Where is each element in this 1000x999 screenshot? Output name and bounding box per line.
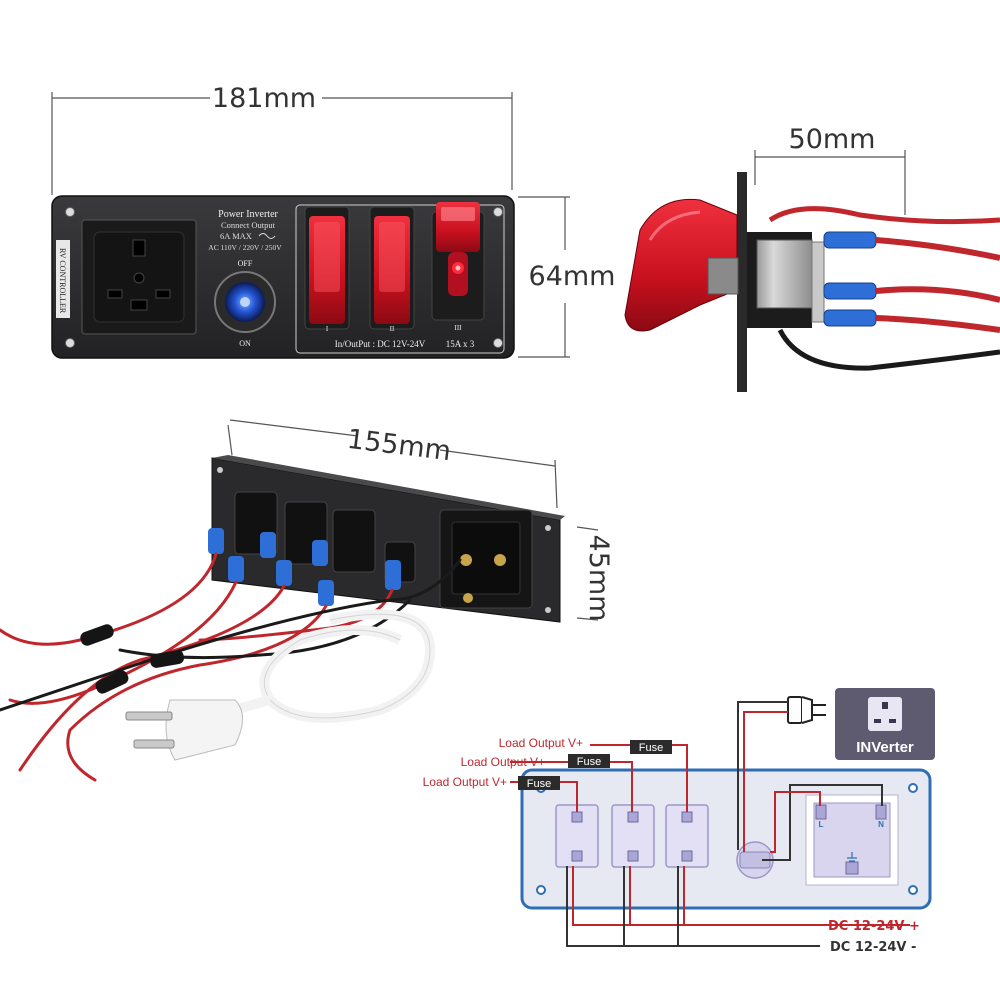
dimension-width-top: 181mm [51,83,513,195]
dim-181mm-label: 181mm [212,83,316,114]
toggle-switch-1[interactable] [304,206,350,330]
dc-minus-label: DC 12-24V - [830,940,916,955]
front-panel-view: 181mm 64mm RV CONTROLLER [51,83,616,359]
screw-hole-icon [493,207,503,217]
blue-connectors [823,231,877,327]
blue-led-core [240,297,250,307]
inline-fuses [80,624,185,694]
switch-section-border [295,204,505,354]
fuse-label-1: Fuse [630,740,672,754]
panel-edge [737,172,747,392]
terminal-l-label: L [819,820,824,829]
dim-45mm-label: 45mm [583,535,614,622]
rating-label: 6A MAX [220,231,252,241]
dc-plus-label: DC 12-24V + [828,919,920,934]
fuse-label-2: Fuse [568,754,610,768]
side-label-text: RV CONTROLLER [58,248,67,314]
off-label: OFF [238,259,253,268]
ac-plug-icon [125,699,243,761]
toggle-switch-2[interactable] [369,206,415,330]
ac-wave-icon [258,233,276,239]
ground-icon [847,852,857,862]
svg-text:Fuse: Fuse [527,778,551,790]
on-label: ON [239,339,251,348]
switch-side-view: 50mm [624,124,1000,392]
load-output-label-3: Load Output V+ [423,775,507,789]
screw-hole-icon [65,207,75,217]
switch-label-2: II [390,325,395,333]
dim-155mm-label: 155mm [345,424,452,467]
diagram-switch-1 [555,804,599,868]
svg-text:Fuse: Fuse [577,756,601,768]
load-output-label-2: Load Output V+ [461,755,545,769]
fuse-label-3: Fuse [518,776,560,790]
dim-50mm-label: 50mm [789,124,876,155]
side-label-strip [56,240,70,318]
universal-socket [81,219,197,335]
inverter-sub: Connect Output [221,220,276,230]
metal-bracket [756,239,813,309]
threaded-bushing [707,257,739,295]
diagram-socket: L N [805,794,899,886]
inverter-badge: INVerter [835,688,935,760]
current-label: 15A x 3 [446,339,475,349]
diagram-switch-3 [665,804,709,868]
inverter-badge-label: INVerter [856,739,914,756]
switch-label-1: I [326,325,329,333]
dimension-depth: 50mm [754,124,906,215]
red-safety-cover [624,198,738,332]
toggle-switch-3[interactable] [431,202,485,321]
dim-64mm-label: 64mm [529,261,616,292]
wiring-diagram: INVerter [423,688,935,955]
switch-label-3: III [455,324,463,332]
plug-icon [787,696,826,724]
load-output-label-1: Load Output V+ [499,736,583,750]
diagram-switch-2 [611,804,655,868]
dimension-height-bottom: 45mm [576,526,614,622]
io-label: In/OutPut : DC 12V-24V [335,339,426,349]
back-connectors [208,528,401,606]
ac-voltages-label: AC 110V / 220V / 250V [208,243,282,252]
inverter-title: Power Inverter [218,209,278,220]
svg-text:Fuse: Fuse [639,742,663,754]
back-perspective-view: 155mm 45mm [0,419,614,782]
terminal-n-label: N [878,820,884,829]
dimension-height-side: 64mm [518,196,616,358]
screw-hole-icon [65,338,75,348]
screw-hole-icon [493,338,503,348]
